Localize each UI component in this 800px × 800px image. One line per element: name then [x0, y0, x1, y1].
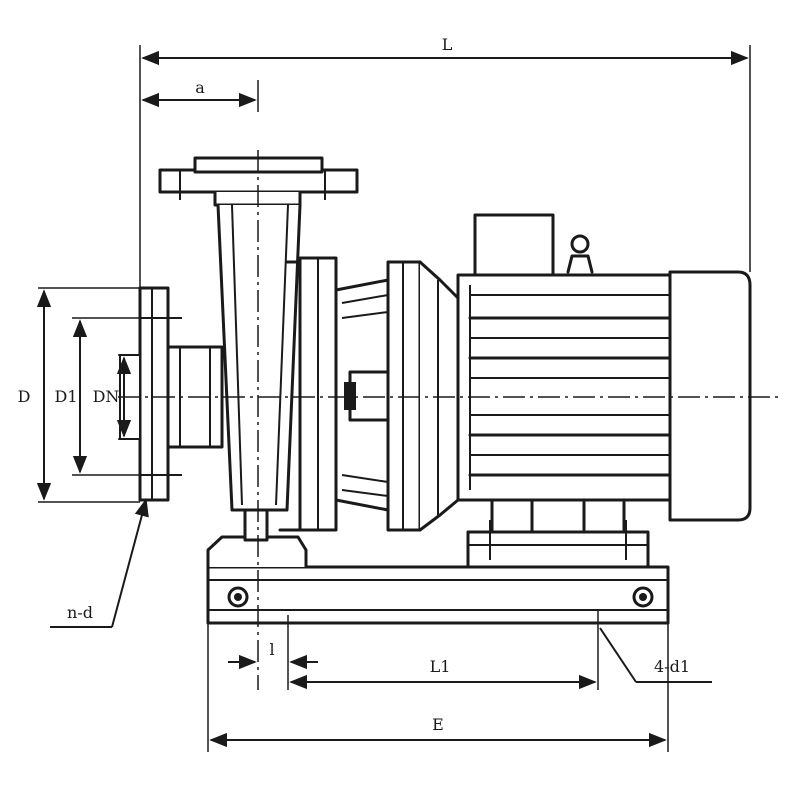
label-l: L — [442, 35, 453, 54]
center-lines — [118, 150, 778, 690]
foundation-bolt-hole — [632, 586, 654, 608]
label-d1: D1 — [54, 387, 77, 406]
foundation-bolt-hole — [227, 586, 249, 608]
dimension-small-l: l — [228, 615, 318, 690]
label-dn: DN — [93, 387, 120, 406]
dimension-a: a — [141, 78, 259, 112]
coupling — [348, 370, 392, 422]
label-a: a — [195, 78, 205, 97]
dimension-d: D — [18, 287, 140, 503]
pump-casing — [216, 203, 338, 532]
leader-n-d: n-d — [50, 498, 149, 628]
dimension-dn: DN — [93, 354, 132, 440]
dimension-l: L — [139, 35, 751, 288]
motor-feet — [466, 493, 650, 569]
bearing-bracket — [334, 278, 392, 512]
dimension-e: E — [207, 623, 669, 752]
label-e: E — [432, 715, 444, 734]
label-n-d: n-d — [67, 603, 93, 622]
motor-fan-cover — [668, 270, 752, 522]
terminal-box — [473, 213, 555, 277]
label-small-l: l — [269, 640, 274, 659]
label-l1: L1 — [430, 657, 451, 676]
motor — [456, 213, 752, 522]
label-d: D — [18, 387, 31, 406]
leader-4-d1: 4-d1 — [599, 627, 712, 683]
dimension-l1: L1 — [289, 610, 599, 690]
pump-foot — [206, 508, 308, 569]
dimension-d1: D1 — [54, 317, 140, 476]
lifting-eye — [570, 234, 590, 254]
suction-flange — [119, 286, 224, 502]
base-frame — [206, 565, 670, 625]
label-4-d1: 4-d1 — [654, 657, 690, 676]
motor-adapter — [386, 260, 460, 532]
